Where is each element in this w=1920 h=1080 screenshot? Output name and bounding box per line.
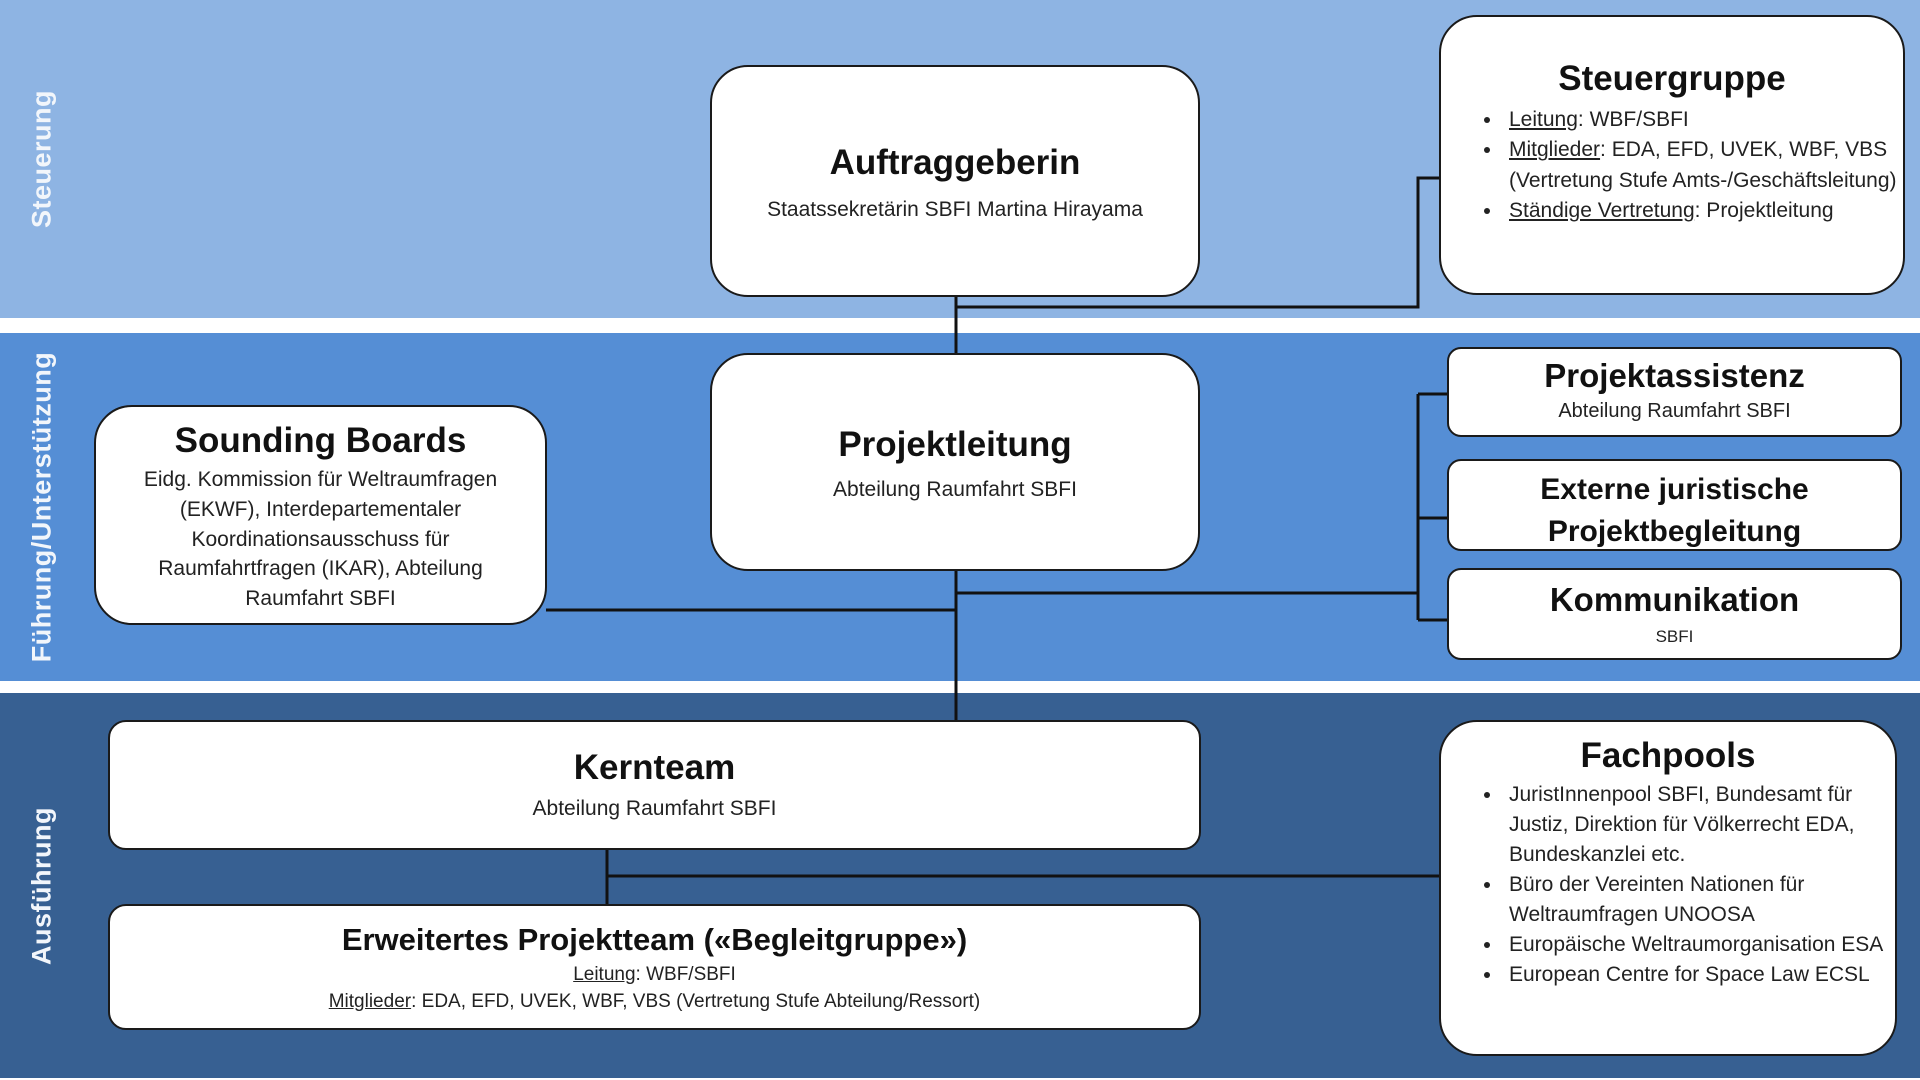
steuergruppe-mitglieder: Mitglieder: EDA, EFD, UVEK, WBF, VBS (Ve… (1503, 135, 1903, 196)
steuergruppe-vertretung-value: : Projektleitung (1694, 199, 1834, 223)
kommunikation-title: Kommunikation (1549, 581, 1800, 618)
steuergruppe-mitglieder-label: Mitglieder (1509, 138, 1601, 162)
steuergruppe-leitung-value: : WBF/SBFI (1577, 108, 1689, 131)
sounding-boards-box: Sounding Boards Eidg. Kommission für Wel… (94, 405, 547, 625)
steuergruppe-mitglieder-value: : EDA, EFD, UVEK, WBF, VBS (Vertretung S… (1509, 138, 1897, 192)
steuergruppe-vertretung-label: Ständige Vertretung (1509, 199, 1695, 223)
kernteam-title: Kernteam (573, 748, 736, 787)
erweitertes-leitung-value: : WBF/SBFI (635, 964, 736, 985)
steuergruppe-vertretung: Ständige Vertretung: Projektleitung (1503, 196, 1903, 226)
fachpools-item: Büro der Vereinten Nationen für Weltraum… (1503, 870, 1895, 930)
steuergruppe-leitung: Leitung: WBF/SBFI (1503, 105, 1903, 135)
erweitertes-title: Erweitertes Projektteam («Begleitgruppe»… (341, 922, 968, 957)
auftraggeberin-title: Auftraggeberin (829, 143, 1081, 182)
externe-projektbegleitung-box: Externe juristische Projektbegleitung (1447, 459, 1902, 551)
kommunikation-subtitle: SBFI (1655, 627, 1694, 646)
erweitertes-projektteam-box: Erweitertes Projektteam («Begleitgruppe»… (108, 904, 1201, 1030)
steuergruppe-leitung-label: Leitung (1509, 108, 1578, 131)
projektleitung-box: Projektleitung Abteilung Raumfahrt SBFI (710, 353, 1200, 571)
kernteam-box: Kernteam Abteilung Raumfahrt SBFI (108, 720, 1201, 850)
erweitertes-mitglieder-value: : EDA, EFD, UVEK, WBF, VBS (Vertretung S… (411, 990, 981, 1012)
externe-line1: Externe juristische (1540, 473, 1809, 506)
fachpools-item: Europäische Weltraumorganisation ESA (1503, 930, 1895, 960)
fachpools-item: European Centre for Space Law ECSL (1503, 960, 1895, 990)
projektassistenz-subtitle: Abteilung Raumfahrt SBFI (1558, 400, 1791, 422)
fachpools-title: Fachpools (1580, 736, 1756, 775)
auftraggeberin-subtitle: Staatssekretärin SBFI Martina Hirayama (767, 198, 1143, 221)
projektleitung-subtitle: Abteilung Raumfahrt SBFI (833, 478, 1077, 501)
fachpools-list: JuristInnenpool SBFI, Bundesamt für Just… (1441, 780, 1895, 990)
kernteam-subtitle: Abteilung Raumfahrt SBFI (532, 797, 777, 820)
erweitertes-mitglieder-label: Mitglieder (328, 990, 412, 1012)
kommunikation-box: Kommunikation SBFI (1447, 568, 1902, 660)
externe-line2: Projektbegleitung (1547, 515, 1802, 548)
erweitertes-mitglieder: Mitglieder: EDA, EFD, UVEK, WBF, VBS (Ve… (110, 989, 1199, 1016)
erweitertes-leitung-label: Leitung (573, 964, 636, 985)
steuergruppe-box: Steuergruppe Leitung: WBF/SBFI Mitgliede… (1439, 15, 1905, 295)
projektassistenz-box: Projektassistenz Abteilung Raumfahrt SBF… (1447, 347, 1902, 437)
erweitertes-leitung: Leitung: WBF/SBFI (110, 962, 1199, 989)
fachpools-box: Fachpools JuristInnenpool SBFI, Bundesam… (1439, 720, 1897, 1056)
sounding-boards-subtitle: Eidg. Kommission für Weltraumfragen (EKW… (143, 468, 498, 611)
fachpools-item: JuristInnenpool SBFI, Bundesamt für Just… (1503, 780, 1895, 870)
projektassistenz-title: Projektassistenz (1544, 357, 1805, 394)
sounding-boards-title: Sounding Boards (174, 421, 467, 460)
projektleitung-title: Projektleitung (838, 425, 1072, 464)
steuergruppe-title: Steuergruppe (1558, 59, 1786, 98)
steuergruppe-list: Leitung: WBF/SBFI Mitglieder: EDA, EFD, … (1441, 105, 1903, 227)
auftraggeberin-box: Auftraggeberin Staatssekretärin SBFI Mar… (710, 65, 1200, 297)
connector-auftraggeberin-steuergruppe (956, 176, 1440, 309)
